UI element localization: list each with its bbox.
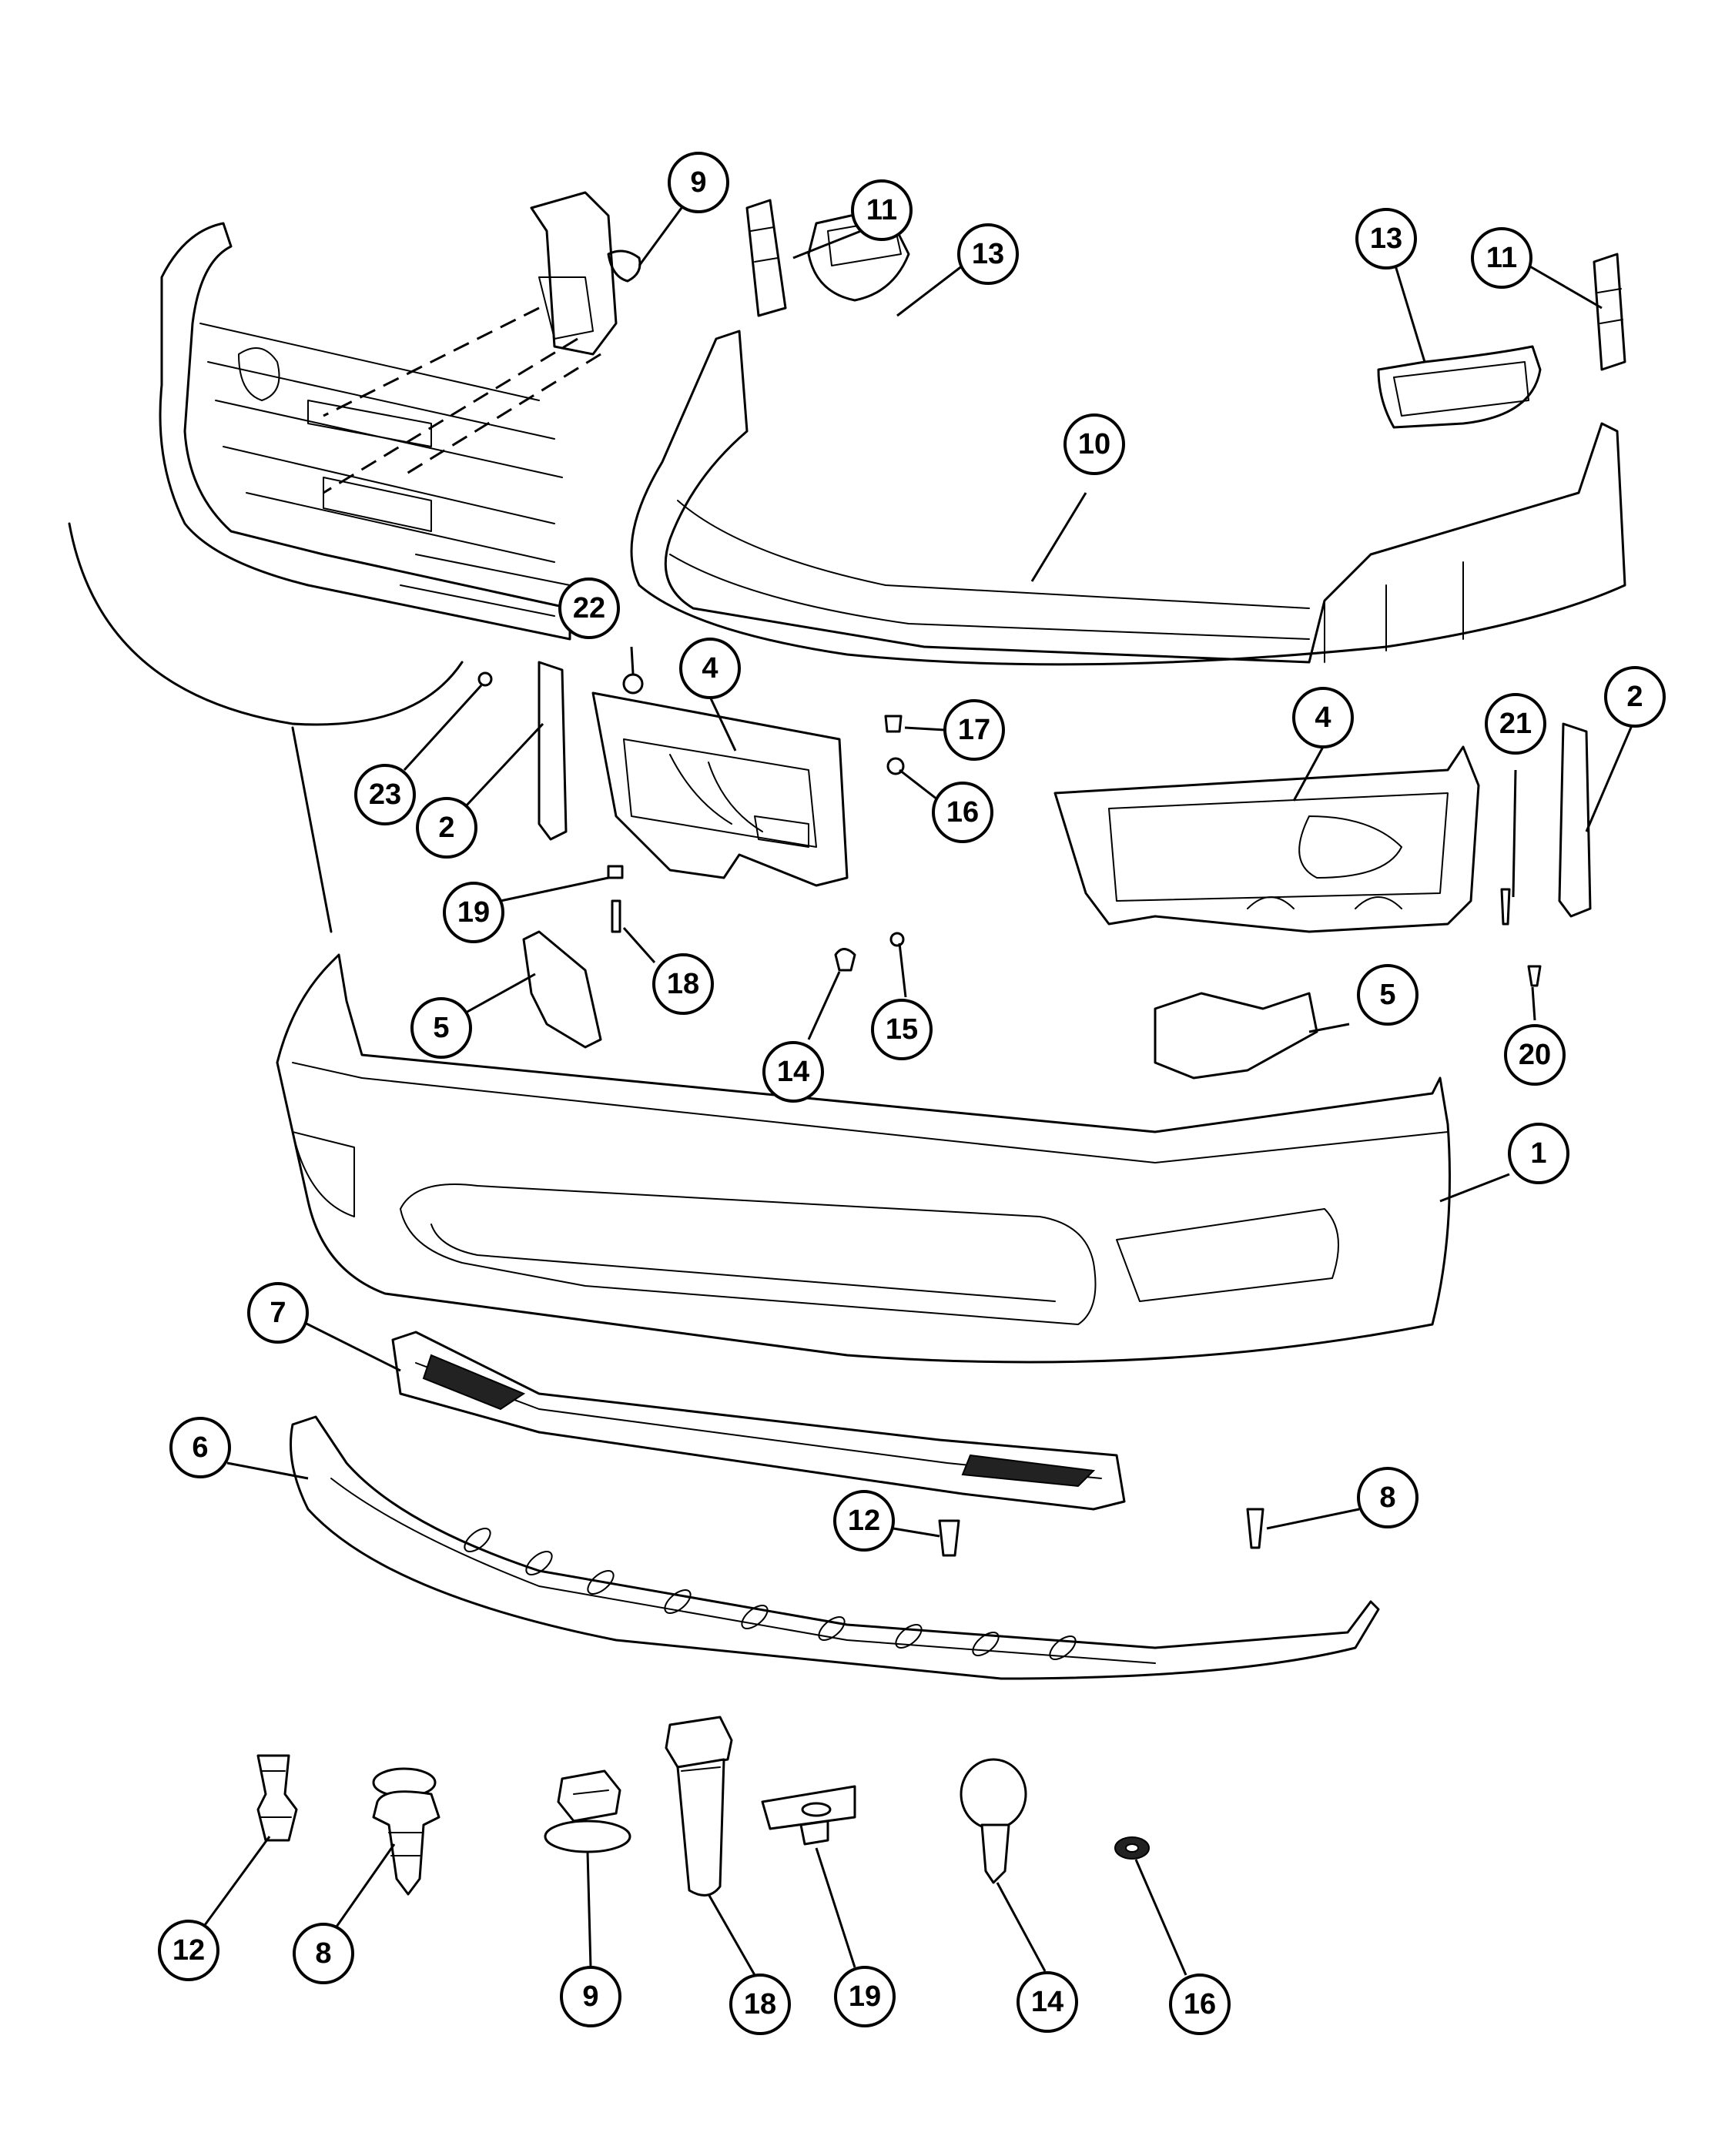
svg-text:10: 10 [1078, 428, 1110, 460]
callout-12-bot: 12 [158, 1920, 219, 1981]
svg-text:2: 2 [1626, 681, 1643, 713]
callout-8-bot: 8 [293, 1923, 354, 1984]
svg-text:5: 5 [1379, 979, 1395, 1011]
callout-12-mid: 12 [833, 1490, 895, 1552]
clip-14-detail [960, 1758, 1027, 1884]
clip-19-detail [761, 1785, 856, 1846]
fastener-8-mid [1246, 1508, 1264, 1549]
fastener-12-mid [938, 1519, 960, 1557]
svg-text:11: 11 [1486, 242, 1517, 274]
svg-text:1: 1 [1530, 1137, 1546, 1170]
callout-18-bot: 18 [729, 1974, 791, 2035]
svg-text:12: 12 [848, 1505, 880, 1537]
callout-10: 10 [1063, 413, 1125, 475]
fastener-12-detail [256, 1754, 298, 1842]
callout-11-left: 11 [851, 179, 913, 241]
marker-lamp-left [745, 199, 787, 317]
callout-4-right: 4 [1292, 687, 1354, 748]
fog-lamp-right [1377, 345, 1542, 429]
front-bumper [276, 953, 1451, 1364]
svg-text:13: 13 [1370, 223, 1402, 255]
callout-9-bot: 9 [560, 1966, 621, 2027]
svg-text:8: 8 [315, 1937, 331, 1970]
svg-text:18: 18 [667, 968, 699, 1000]
svg-text:15: 15 [886, 1013, 918, 1046]
callout-2-left: 2 [416, 797, 477, 859]
marker-lamp-right [1593, 253, 1626, 371]
callout-7: 7 [247, 1282, 309, 1344]
callout-13-left: 13 [957, 223, 1019, 285]
callout-19-mid: 19 [443, 882, 504, 943]
bracket-left [591, 691, 849, 887]
callout-16-mid: 16 [932, 782, 993, 843]
svg-text:8: 8 [1379, 1481, 1395, 1514]
callout-15: 15 [871, 999, 933, 1060]
svg-text:22: 22 [573, 592, 605, 624]
callout-16-bot: 16 [1169, 1974, 1231, 2035]
callout-17: 17 [943, 699, 1005, 761]
callout-14-bot: 14 [1017, 1971, 1078, 2033]
callout-22: 22 [558, 578, 620, 639]
svg-text:18: 18 [744, 1988, 776, 2020]
svg-text:11: 11 [866, 194, 897, 226]
svg-text:4: 4 [702, 652, 718, 685]
svg-text:14: 14 [777, 1056, 809, 1088]
leader-lines [203, 184, 1636, 1976]
detail-arc [68, 522, 464, 726]
callout-1: 1 [1508, 1123, 1569, 1184]
callout-5-right: 5 [1357, 964, 1419, 1026]
callout-23: 23 [354, 764, 416, 825]
svg-text:16: 16 [1184, 1988, 1216, 2020]
callout-4-left: 4 [679, 638, 741, 699]
fastener-group-mid [477, 671, 1542, 987]
callout-9-top: 9 [668, 152, 729, 213]
callout-20: 20 [1504, 1024, 1566, 1086]
callout-5-left: 5 [410, 997, 472, 1059]
svg-text:12: 12 [172, 1934, 205, 1967]
mount-left [522, 930, 602, 1049]
svg-text:9: 9 [690, 166, 706, 199]
fastener-8-detail [372, 1767, 440, 1896]
callout-11-right: 11 [1471, 227, 1532, 289]
support-left [538, 661, 568, 841]
upper-fascia [630, 330, 1626, 666]
svg-text:21: 21 [1499, 708, 1532, 740]
support-right [1558, 722, 1592, 918]
lower-grille [391, 1331, 1126, 1511]
callout-2-right: 2 [1604, 666, 1666, 728]
svg-text:19: 19 [849, 1980, 881, 2013]
washer-16-detail [1114, 1836, 1150, 1860]
svg-text:19: 19 [457, 896, 490, 929]
callout-8-mid: 8 [1357, 1467, 1419, 1528]
callout-21: 21 [1485, 693, 1546, 755]
callout-13-right: 13 [1355, 208, 1417, 270]
svg-text:16: 16 [946, 796, 979, 829]
svg-text:5: 5 [433, 1012, 449, 1044]
callout-18-mid: 18 [652, 953, 714, 1015]
vehicle-frame-detail [159, 191, 641, 641]
callout-19-bot: 19 [834, 1966, 896, 2027]
callout-6: 6 [169, 1417, 231, 1478]
nut-9-detail [544, 1769, 631, 1853]
bracket-right [1053, 745, 1480, 933]
svg-text:4: 4 [1315, 701, 1331, 734]
svg-text:23: 23 [369, 778, 401, 811]
svg-text:14: 14 [1031, 1986, 1063, 2018]
svg-text:17: 17 [958, 714, 990, 746]
svg-text:20: 20 [1519, 1039, 1551, 1071]
air-dam [290, 1415, 1380, 1680]
svg-text:13: 13 [972, 238, 1004, 270]
bolt-18-detail [665, 1716, 733, 1897]
svg-text:6: 6 [192, 1431, 208, 1464]
callout-14-mid: 14 [762, 1041, 824, 1103]
svg-text:7: 7 [270, 1297, 286, 1329]
svg-text:9: 9 [582, 1980, 598, 2013]
svg-text:2: 2 [438, 812, 454, 844]
mount-right [1154, 992, 1318, 1080]
detail-leader-line [291, 726, 333, 933]
